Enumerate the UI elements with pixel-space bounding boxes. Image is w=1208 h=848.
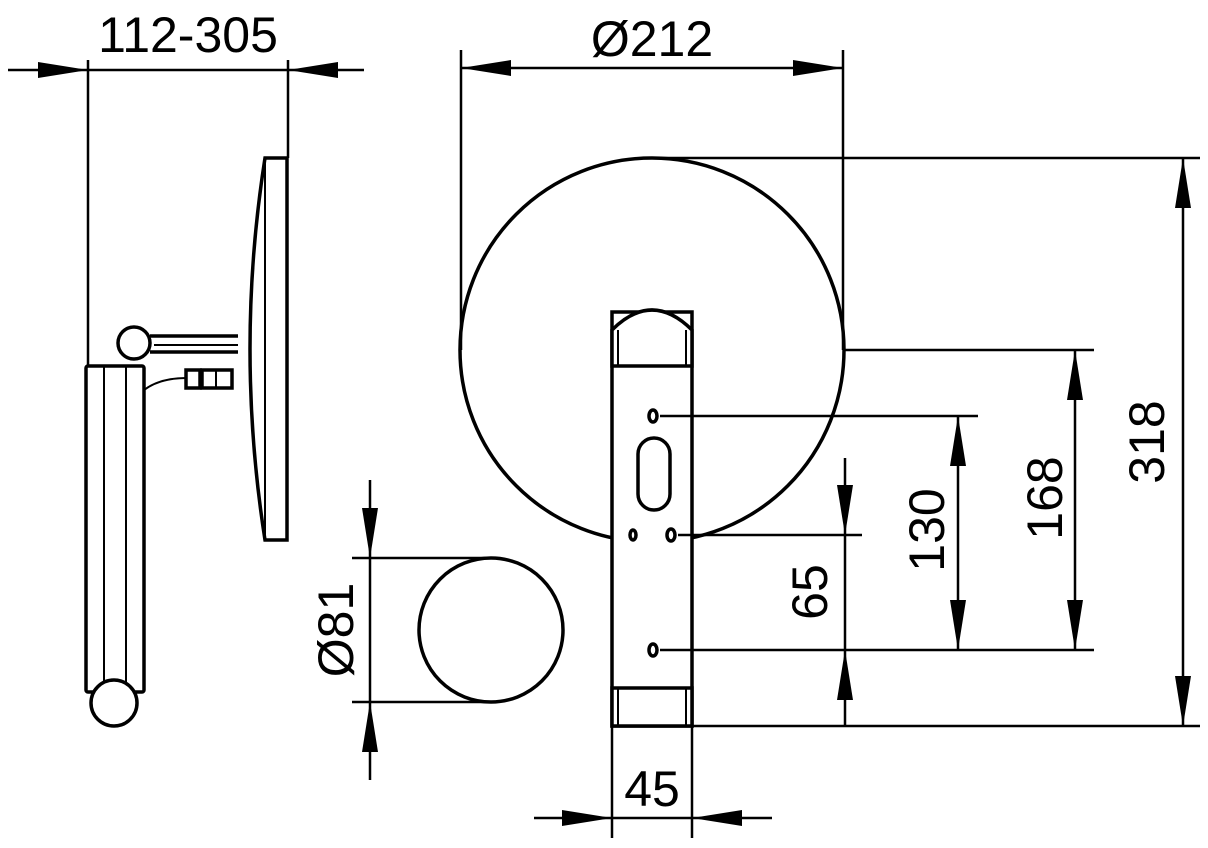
arrow-top — [950, 416, 966, 466]
dim-mirror-diameter-label: Ø212 — [591, 11, 713, 67]
dim-height-lower-label: 65 — [782, 564, 838, 620]
dim-height-mount-label: 168 — [1017, 456, 1073, 539]
dim-height-mount: 168 — [660, 348, 1094, 652]
arrow-bottom — [1175, 676, 1191, 726]
dim-height-total-label: 318 — [1119, 400, 1175, 483]
front-view — [458, 156, 846, 728]
dim-height-holes: 130 — [660, 414, 978, 650]
arrow-left — [38, 62, 88, 78]
hole-mid-right — [665, 527, 677, 543]
arrow-top — [1175, 158, 1191, 208]
arrow-bottom — [837, 650, 853, 700]
arrow-bottom — [1067, 600, 1083, 650]
dim-mirror-diameter: Ø212 — [459, 11, 845, 350]
side-view — [84, 156, 289, 728]
hole-bottom — [647, 642, 659, 658]
arrow-top — [362, 508, 378, 558]
slot — [636, 436, 672, 512]
arrow-bottom — [362, 702, 378, 752]
arrow-top — [1067, 350, 1083, 400]
wall-bar — [84, 364, 146, 694]
dim-height-total: 318 — [652, 156, 1200, 728]
dim-projection-label: 112-305 — [98, 7, 278, 63]
plate-cap-bottom — [610, 686, 694, 728]
arrow-right — [793, 60, 843, 76]
wall-plate — [610, 310, 694, 728]
dim-small-diameter: Ø81 — [308, 480, 491, 780]
top-pivot — [116, 325, 152, 361]
arrow-left — [562, 810, 612, 826]
dim-small-diameter-label: Ø81 — [308, 583, 364, 678]
arrow-bottom — [950, 600, 966, 650]
arrow-left — [461, 60, 511, 76]
dim-plate-width: 45 — [534, 726, 772, 838]
hole-mid-left — [628, 528, 638, 542]
arrow-top — [837, 485, 853, 535]
dim-plate-width-label: 45 — [624, 761, 680, 817]
arrow-right — [288, 62, 338, 78]
dim-height-lower: 65 — [678, 458, 862, 726]
small-mirror — [417, 556, 565, 704]
plate-cap-top — [610, 308, 694, 368]
arrow-right — [692, 810, 742, 826]
bottom-knob — [89, 678, 139, 728]
cable-plug — [184, 368, 202, 390]
dim-projection: 112-305 — [8, 7, 364, 366]
hole-top — [647, 408, 659, 424]
dim-height-holes-label: 130 — [899, 488, 955, 571]
cable — [143, 377, 187, 391]
mirror-side — [248, 156, 289, 542]
